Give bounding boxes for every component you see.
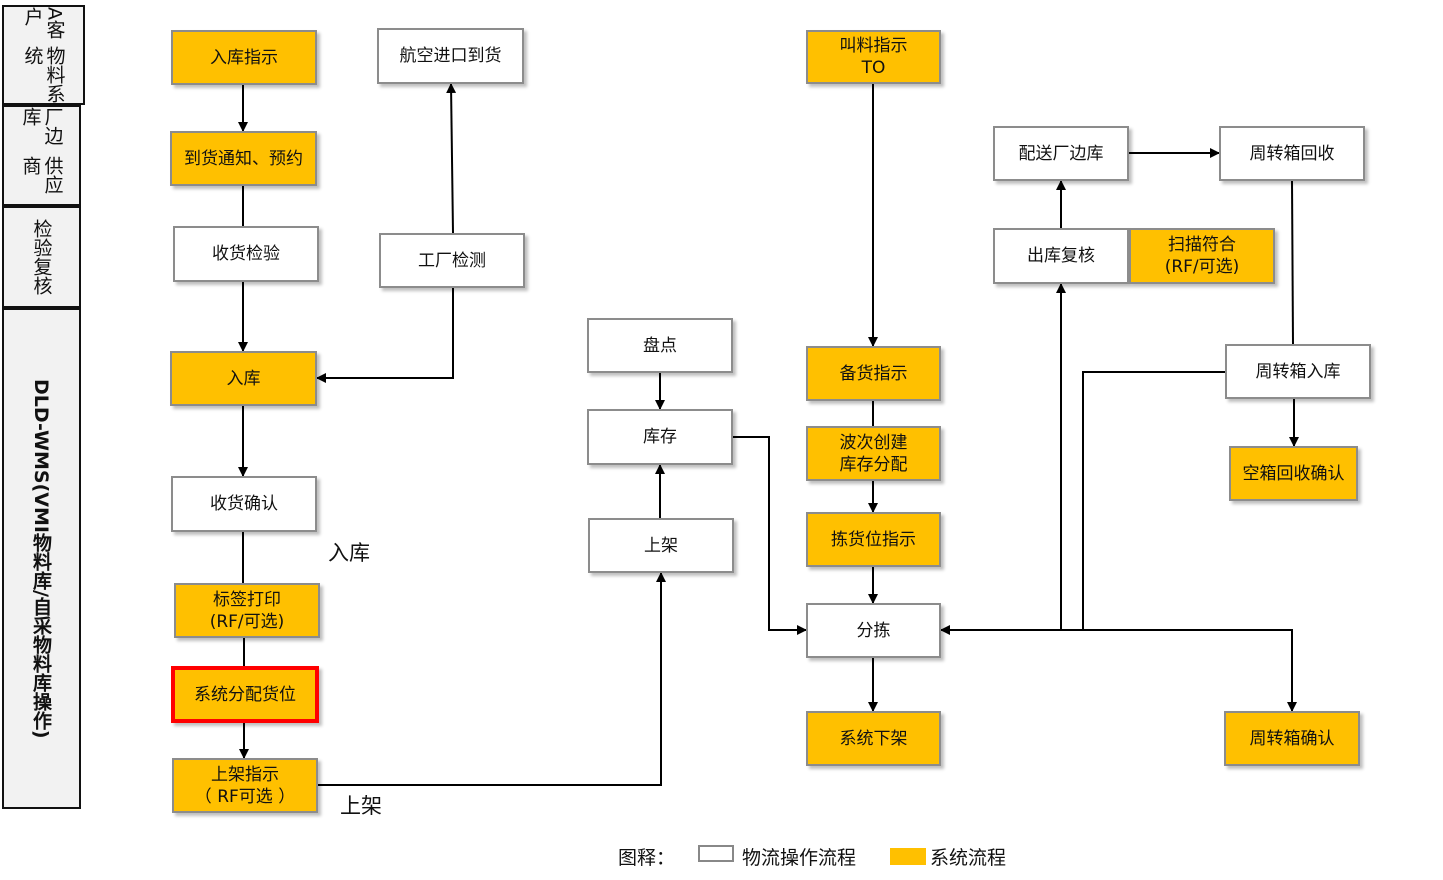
box-label-print: 标签打印 (RF/可选)	[174, 583, 320, 638]
box-inbound: 入库	[170, 351, 317, 406]
box-deliver-factory: 配送厂边库	[993, 126, 1129, 181]
box-prepare-instruction: 备货指示	[806, 346, 941, 401]
box-putaway-instruction: 上架指示 （ RF可选 ）	[172, 758, 318, 813]
box-scan-match: 扫描符合 (RF/可选)	[1129, 228, 1275, 284]
box-empty-recycle-confirm: 空箱回收确认	[1229, 446, 1358, 501]
lane-label: 厂边库	[19, 107, 64, 145]
lane-a-customer: A客户物料系统	[2, 5, 85, 105]
lane-label: A客户	[21, 7, 66, 39]
box-air-import: 航空进口到货	[377, 28, 524, 84]
section-label-putaway: 上架	[340, 794, 382, 818]
box-call-material: 叫料指示 TO	[806, 30, 941, 84]
box-arrival-notice: 到货通知、预约	[170, 131, 317, 186]
box-inbound-instruction: 入库指示	[171, 30, 317, 85]
box-system-offshelf: 系统下架	[806, 711, 941, 766]
lane-label: DLD-WMS(VMI物料库/自采物料库操作)	[30, 378, 52, 739]
box-factory-inspection: 工厂检测	[379, 233, 525, 288]
lane-factory-warehouse: 厂边库供应商	[2, 105, 81, 206]
legend-swatch-physical	[698, 845, 734, 862]
lane-label: 物料系统	[21, 45, 66, 103]
box-stocktake: 盘点	[587, 318, 733, 373]
box-inventory: 库存	[587, 409, 733, 465]
box-tote-recycle: 周转箱回收	[1219, 126, 1365, 181]
legend-physical-label: 物流操作流程	[742, 847, 857, 869]
legend-system-label: 系统流程	[930, 847, 1007, 869]
box-outbound-check: 出库复核	[993, 228, 1129, 284]
box-tote-inbound: 周转箱入库	[1225, 344, 1371, 399]
legend-title: 图释：	[618, 847, 676, 869]
lane-wms: DLD-WMS(VMI物料库/自采物料库操作)	[2, 308, 81, 809]
legend-swatch-system	[890, 848, 926, 865]
box-wave-create: 波次创建 库存分配	[806, 426, 941, 481]
box-receiving-confirm: 收货确认	[171, 476, 317, 532]
lane-inspection: 检验复核	[2, 206, 81, 308]
box-sorting: 分拣	[806, 603, 941, 658]
lane-label: 检验复核	[30, 219, 53, 295]
box-putaway: 上架	[588, 518, 734, 573]
section-label-inbound: 入库	[328, 541, 370, 565]
box-system-allocate-location: 系统分配货位	[171, 666, 319, 723]
lane-label: 供应商	[19, 155, 64, 194]
box-receiving-inspection: 收货检验	[173, 226, 319, 282]
box-pick-instruction: 拣货位指示	[806, 512, 941, 567]
box-tote-confirm: 周转箱确认	[1224, 711, 1360, 766]
